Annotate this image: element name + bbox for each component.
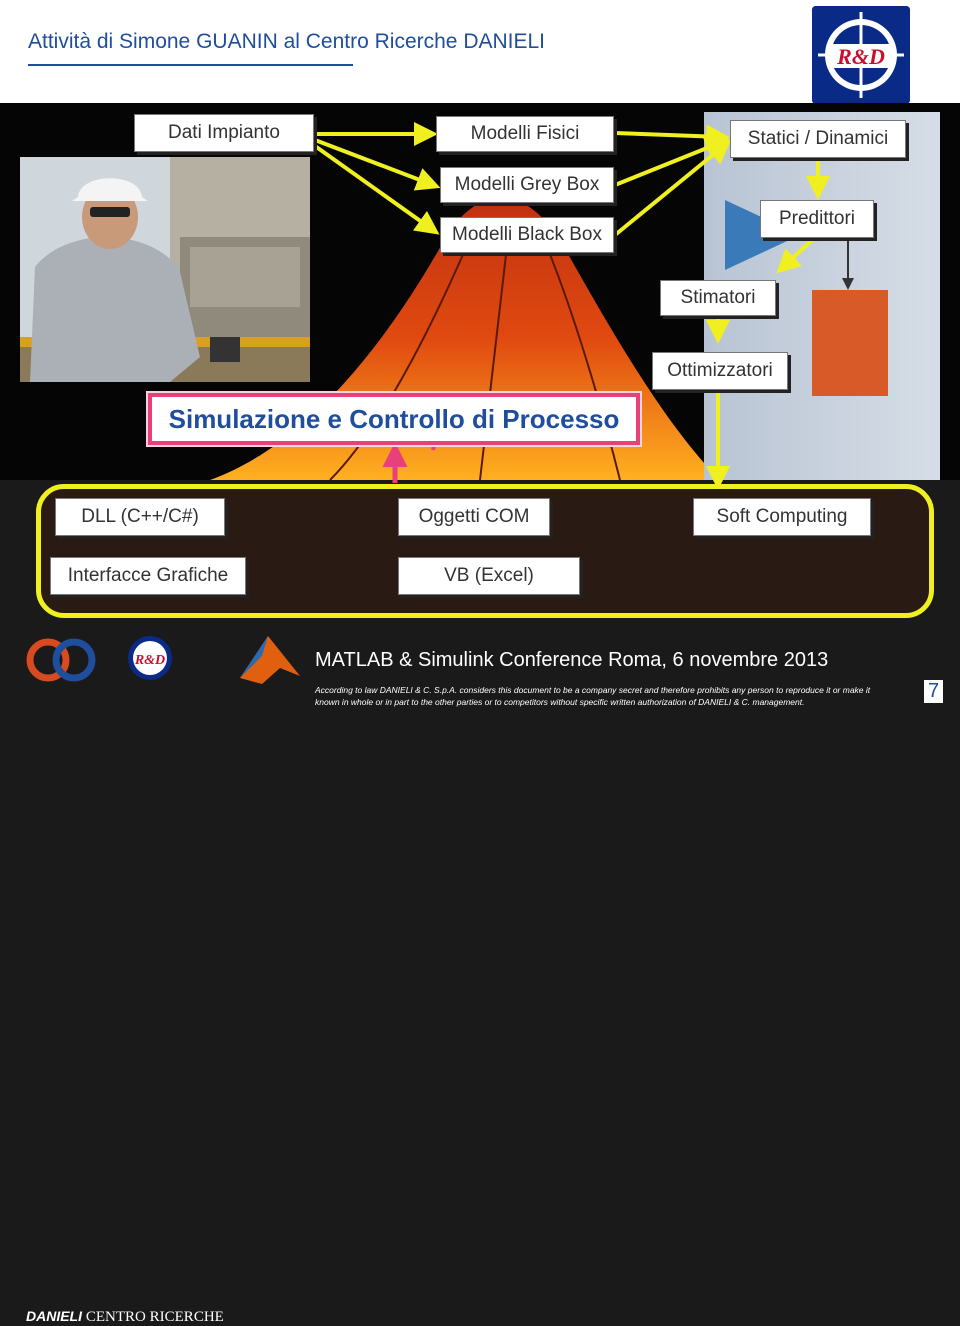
box-modelli-fisici: Modelli Fisici: [436, 116, 614, 152]
danieli-centro-label: DANIELI CENTRO RICERCHE: [26, 1308, 224, 1326]
legal-notice: According to law DANIELI & C. S.p.A. con…: [315, 685, 871, 707]
box-dll: DLL (C++/C#): [55, 498, 225, 536]
box-stimatori: Stimatori: [660, 280, 776, 316]
rd-small-logo-text: R&D: [134, 653, 165, 668]
process-block-icon: [812, 290, 888, 396]
engineer-photo-graphic: [20, 157, 310, 382]
arrow-fisici-to-statici: [614, 124, 730, 149]
page-number: 7: [924, 680, 944, 703]
centro-ricerche-text: CENTRO RICERCHE: [85, 1309, 224, 1325]
arrow-to-black-box: [313, 144, 440, 235]
footer-bar: R&D DANIELI CENTRO RICERCHE: [0, 618, 960, 1325]
footer-logos: R&D: [26, 636, 300, 684]
arrow-to-stimatori: [776, 238, 814, 274]
box-modelli-black-box: Modelli Black Box: [440, 217, 614, 253]
box-vb-excel: VB (Excel): [398, 557, 580, 595]
matlab-logo-icon: [240, 636, 300, 684]
box-interfacce-grafiche: Interfacce Grafiche: [50, 557, 246, 595]
engineer-photo: [20, 157, 310, 382]
box-statici-dinamici: Statici / Dinamici: [730, 120, 906, 158]
arrow-to-grey-box: [314, 138, 441, 191]
box-ottimizzatori: Ottimizzatori: [652, 352, 788, 390]
arrow-grey-to-statici: [614, 136, 730, 187]
rd-logo-graphic: R&D: [812, 6, 910, 104]
box-predittori: Predittori: [760, 200, 874, 238]
conference-label: MATLAB & Simulink Conference Roma, 6 nov…: [315, 649, 829, 671]
danieli-logo-icon: [26, 638, 70, 682]
header-bar: Attività di Simone GUANIN al Centro Rice…: [0, 0, 960, 104]
page-title: Attività di Simone GUANIN al Centro Rice…: [28, 30, 546, 53]
box-soft-computing: Soft Computing: [693, 498, 871, 536]
box-modelli-grey-box: Modelli Grey Box: [440, 167, 614, 203]
danieli-text: DANIELI: [26, 1308, 82, 1324]
title-underline: [28, 64, 353, 66]
box-oggetti-com: Oggetti COM: [398, 498, 550, 536]
arrow-black-to-statici: [613, 139, 732, 237]
simulazione-controllo-box: Simulazione e Controllo di Processo: [148, 393, 640, 445]
rd-logo: R&D: [812, 6, 910, 104]
box-dati-impianto: Dati Impianto: [134, 114, 314, 152]
rd-logo-text: R&D: [836, 44, 885, 69]
